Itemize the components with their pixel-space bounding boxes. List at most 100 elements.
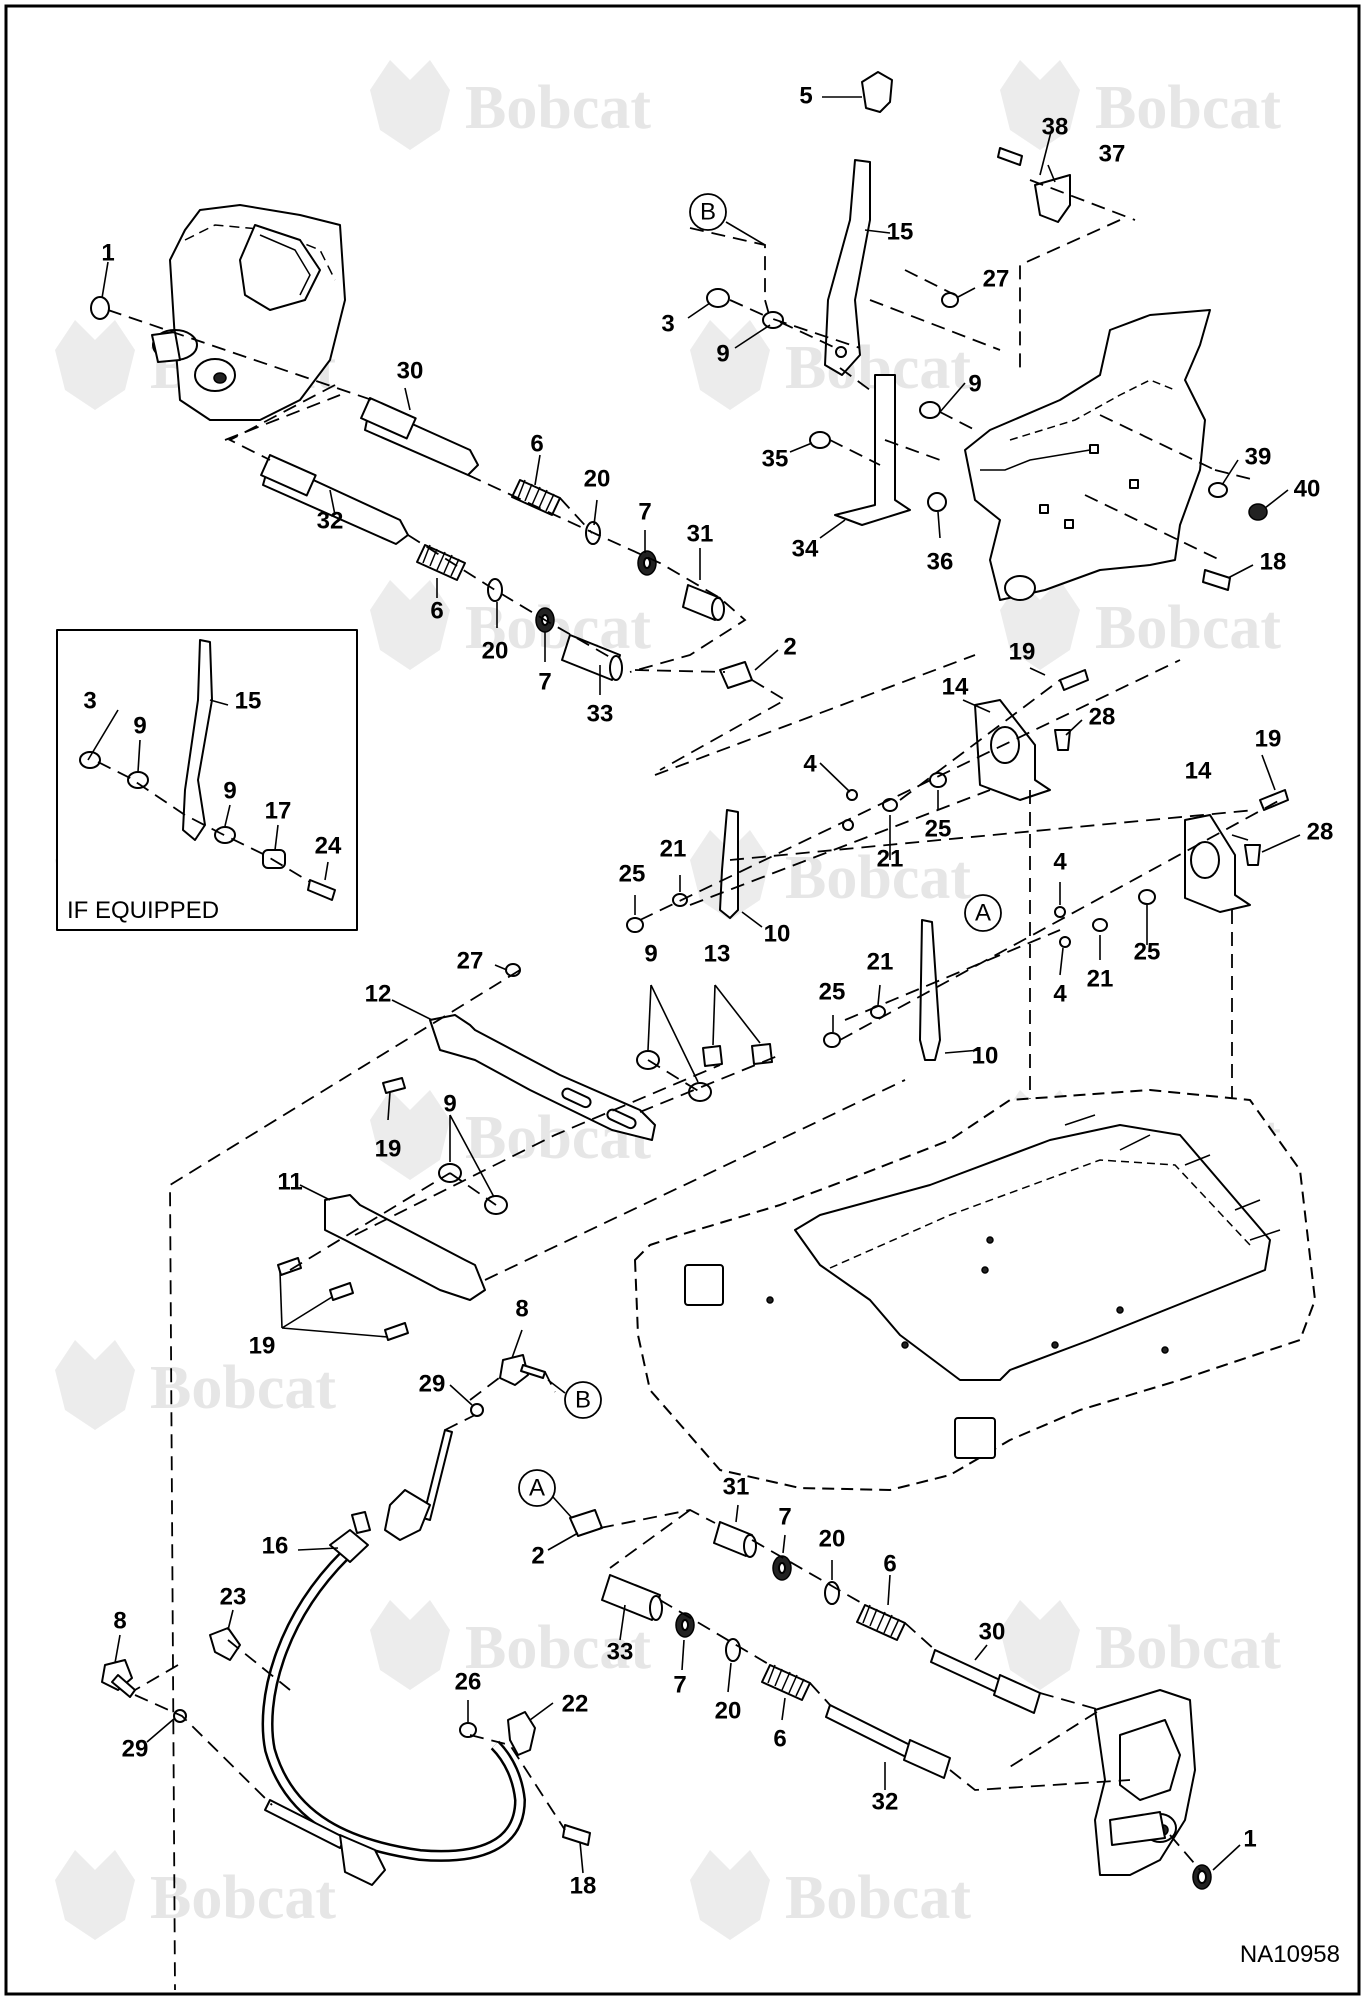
- callout-19-a: 19: [1009, 638, 1036, 665]
- callout-7-top-b: 7: [538, 668, 551, 695]
- callout-3-top: 3: [661, 310, 674, 337]
- pin-4-d: [1059, 936, 1071, 948]
- callout-7-bottom-a: 7: [778, 1503, 791, 1530]
- callout-7-bottom-b: 7: [673, 1671, 686, 1698]
- reference-a-middle: A: [975, 899, 991, 926]
- nut-25-d: [1138, 889, 1156, 905]
- bolt-24-inset: [307, 879, 336, 901]
- callout-19-b: 19: [1255, 725, 1282, 752]
- watermark-text: Bobcat: [785, 1864, 971, 1932]
- watermark-logo: Bobcat: [55, 1340, 336, 1430]
- washer-9-inset-b: [214, 826, 236, 844]
- callout-40: 40: [1294, 475, 1321, 502]
- nut-3-inset: [79, 751, 101, 769]
- callout-6-bottom-b: 6: [773, 1725, 786, 1752]
- callout-4-a: 4: [803, 750, 817, 777]
- callout-4-c: 4: [1053, 980, 1067, 1007]
- floor-block-a: [684, 1264, 724, 1306]
- inset-label: IF EQUIPPED: [67, 897, 219, 924]
- callout-14-b: 14: [1185, 757, 1212, 784]
- watermark-text: Bobcat: [150, 1864, 336, 1932]
- callout-6-top-b: 6: [430, 597, 443, 624]
- callout-26: 26: [455, 1668, 482, 1695]
- bolt-38: [997, 147, 1023, 166]
- callout-28-b: 28: [1307, 818, 1334, 845]
- callout-28-a: 28: [1089, 703, 1116, 730]
- callout-33-top: 33: [587, 700, 614, 727]
- frame-hole: [1004, 575, 1036, 601]
- callout-37: 37: [1099, 140, 1126, 167]
- watermark-logo: Bobcat: [55, 1850, 336, 1940]
- chassis-frame-top-right: [964, 309, 1268, 601]
- callout-20-top-b: 20: [482, 637, 509, 664]
- callout-20-bottom-a: 20: [819, 1525, 846, 1552]
- watermark-logo: Bobcat: [1000, 580, 1281, 670]
- nut-40: [1248, 503, 1268, 521]
- bracket-37: [1034, 174, 1071, 223]
- nut-26: [459, 1722, 477, 1738]
- ring-20-bottom-b: [725, 1638, 741, 1662]
- callout-14-a: 14: [942, 673, 969, 700]
- spool-30-bottom: [930, 1649, 1001, 1693]
- pin-4-c: [1054, 906, 1066, 918]
- nut-25-c: [823, 1032, 841, 1048]
- callout-6-bottom-a: 6: [883, 1550, 896, 1577]
- sleeve-31-bottom: [713, 1521, 753, 1557]
- snap-ring-1-top: [90, 296, 110, 320]
- bolt-19-d: [277, 1257, 302, 1276]
- reference-b-middle: B: [575, 1386, 591, 1413]
- callout-9-mid-b: 9: [443, 1090, 456, 1117]
- callout-8-top: 8: [515, 1295, 528, 1322]
- callout-9-inset-a: 9: [133, 712, 146, 739]
- figure-id: NA10958: [1240, 1941, 1340, 1968]
- washer-21-b: [882, 798, 898, 812]
- sleeve-31-top: [682, 584, 721, 621]
- callout-5: 5: [799, 82, 812, 109]
- callout-2-bottom: 2: [531, 1542, 544, 1569]
- arm-10-upper: [719, 809, 739, 919]
- callout-11: 11: [277, 1168, 302, 1195]
- bolt-19-c: [382, 1077, 406, 1094]
- callout-36: 36: [927, 548, 954, 575]
- lever-15: [824, 159, 871, 376]
- callout-1-top: 1: [101, 239, 114, 266]
- control-cable-assembly: [101, 1354, 591, 1886]
- callout-25-c: 25: [1134, 938, 1161, 965]
- bolt-18-top: [1202, 569, 1231, 591]
- watermark-text: Bobcat: [150, 1354, 336, 1422]
- callout-7-top-a: 7: [638, 498, 651, 525]
- spool-32-bottom: [825, 1704, 911, 1758]
- nut-13-b: [751, 1043, 773, 1065]
- callout-15-top: 15: [887, 218, 914, 245]
- reference-markers: B A B A: [518, 193, 1002, 1519]
- callout-25-b: 25: [619, 860, 646, 887]
- callout-16: 16: [262, 1532, 289, 1559]
- knob-5: [861, 71, 893, 113]
- callout-21-d: 21: [867, 948, 894, 975]
- clip-23: [209, 1627, 241, 1661]
- callout-9-mid-a: 9: [644, 940, 657, 967]
- callout-29-top: 29: [419, 1370, 446, 1397]
- washer-39: [1208, 482, 1228, 498]
- nut-25-b: [929, 772, 947, 788]
- callouts: 1 30 6 20 7 31 32 6 20 7 33 2 5 15 3 9 9…: [83, 82, 1333, 1899]
- watermark-logo: Bobcat: [690, 830, 971, 920]
- callout-21-c: 21: [1087, 965, 1114, 992]
- watermark-text: Bobcat: [785, 844, 971, 912]
- sleeve-33-top: [561, 634, 621, 681]
- callout-24-inset: 24: [315, 832, 342, 859]
- callout-18-top: 18: [1260, 548, 1287, 575]
- watermark-logo: Bobcat: [690, 1850, 971, 1940]
- watermark-logo: Bobcat: [370, 60, 651, 150]
- callout-25-a: 25: [925, 815, 952, 842]
- bracket-34: [834, 374, 911, 526]
- callout-8-bottom: 8: [113, 1607, 126, 1634]
- inset-if-equipped: IF EQUIPPED: [56, 629, 358, 931]
- callout-35: 35: [762, 445, 789, 472]
- watermark-logo: Bobcat: [370, 1600, 651, 1690]
- ring-20-top-b: [487, 578, 503, 602]
- nut-35: [809, 431, 831, 449]
- clip-2-top: [719, 661, 753, 689]
- lever-assembly-top-right: [689, 71, 1136, 526]
